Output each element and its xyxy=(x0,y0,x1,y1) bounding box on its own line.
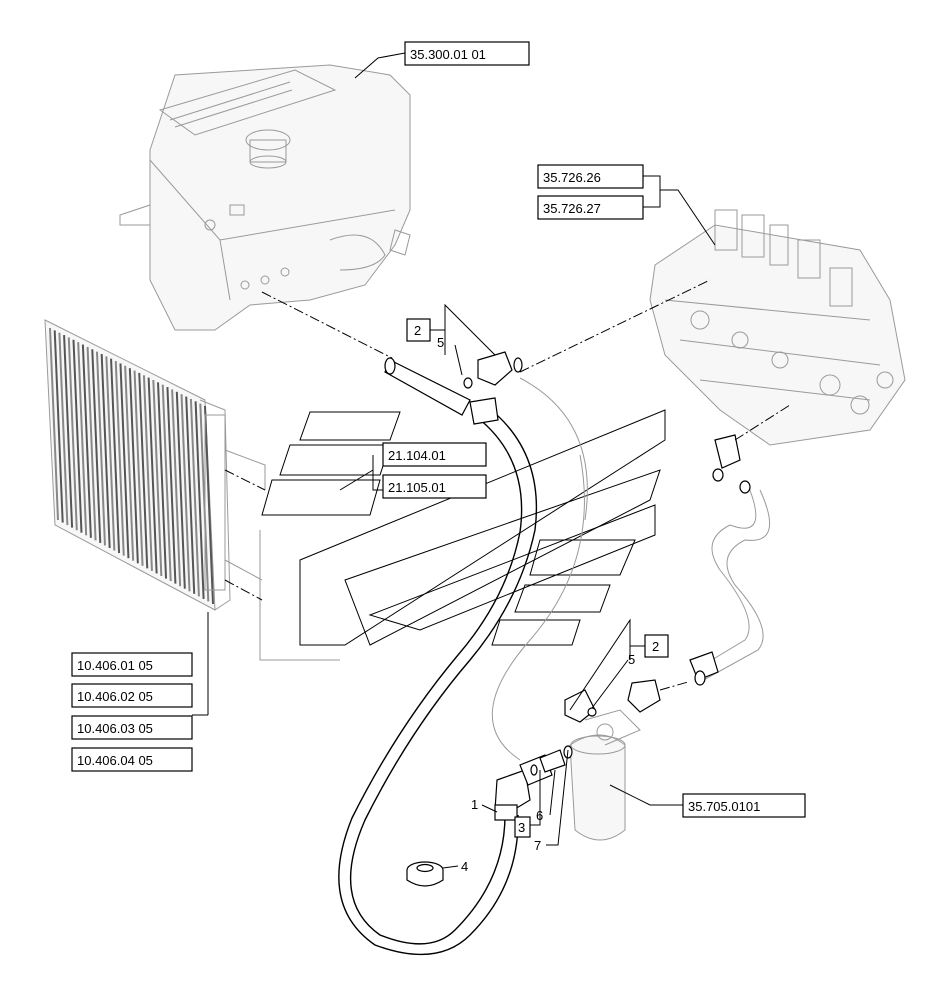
callout-5-right: 5 xyxy=(628,652,635,667)
callout-2-right: 2 xyxy=(644,634,669,658)
ref-cooler-a-label: 10.406.01 05 xyxy=(77,658,153,673)
callout-5-top: 5 xyxy=(437,335,444,350)
cooler-fin xyxy=(157,382,168,579)
main-hose xyxy=(338,357,538,956)
cooler-fin xyxy=(49,327,59,521)
cooler-fin xyxy=(194,401,205,599)
adapter-fittings xyxy=(519,745,573,786)
ref-pipe-a-label: 21.104.01 xyxy=(388,448,446,463)
ref-tank-label: 35.300.01 01 xyxy=(410,47,486,62)
callout-4: 4 xyxy=(461,859,468,874)
oil-cooler xyxy=(44,319,266,611)
assembly-lines xyxy=(224,279,791,691)
cooler-fin xyxy=(114,361,125,556)
cooler-fin xyxy=(58,332,69,526)
cooler-fin xyxy=(100,353,111,549)
cooler-fin xyxy=(133,370,144,566)
callout-6: 6 xyxy=(536,808,543,823)
cooler-fin xyxy=(147,377,158,574)
cooler-fin xyxy=(124,365,135,561)
cooler-fin xyxy=(185,396,196,594)
ref-filter: 35.705.0101 xyxy=(682,793,806,818)
cooler-fin xyxy=(180,394,191,592)
callout-2-top-label: 2 xyxy=(414,323,421,338)
ref-cooler-c-label: 10.406.03 05 xyxy=(77,721,153,736)
cooler-fin xyxy=(171,389,182,587)
ref-valve-a-label: 35.726.26 xyxy=(543,170,601,185)
callout-7: 7 xyxy=(534,838,541,853)
cooler-fin xyxy=(189,398,200,597)
cooler-fin xyxy=(91,349,102,543)
cooler-fin xyxy=(128,368,139,564)
cooler-fin xyxy=(105,356,116,551)
ref-valve-b: 35.726.27 xyxy=(537,195,644,220)
ref-pipe-b: 21.105.01 xyxy=(382,474,487,499)
callout-3: 3 xyxy=(514,816,531,838)
ref-cooler-d-label: 10.406.04 05 xyxy=(77,753,153,768)
cooler-fin xyxy=(204,405,214,605)
ref-pipe-b-label: 21.105.01 xyxy=(388,480,446,495)
cooler-fin xyxy=(110,358,121,554)
ref-cooler-b: 10.406.02 05 xyxy=(71,683,193,708)
cooler-fin xyxy=(119,363,130,559)
control-valve-block xyxy=(649,209,906,446)
cooler-fin xyxy=(161,384,172,582)
watermark-logo xyxy=(259,409,666,661)
cooler-fin xyxy=(67,337,78,531)
leader-lines xyxy=(192,52,716,869)
cooler-fin xyxy=(95,351,106,546)
callout-1: 1 xyxy=(471,797,478,812)
callout-3-label: 3 xyxy=(518,820,525,835)
cooler-fin xyxy=(81,344,92,538)
ref-cooler-d: 10.406.04 05 xyxy=(71,747,193,772)
cooler-fin xyxy=(86,346,97,541)
ref-pipe-a: 21.104.01 xyxy=(382,442,487,467)
ref-valve-a: 35.726.26 xyxy=(537,164,644,189)
cooler-fin xyxy=(77,342,88,536)
return-line xyxy=(491,377,771,761)
cooler-fin xyxy=(175,391,186,589)
ref-valve-b-label: 35.726.27 xyxy=(543,201,601,216)
cooler-fin xyxy=(138,372,149,569)
ref-tank: 35.300.01 01 xyxy=(404,41,530,66)
elbow-fitting-top xyxy=(463,351,523,389)
cooler-fin xyxy=(72,339,83,533)
return-filter xyxy=(569,709,641,841)
callout-2-right-label: 2 xyxy=(652,639,659,654)
cooler-fin xyxy=(53,330,64,523)
cooler-fin xyxy=(166,387,177,584)
cooler-fin xyxy=(199,403,210,602)
cooler-fin xyxy=(142,375,153,571)
cooler-fin xyxy=(152,379,163,577)
hydraulic-tank xyxy=(119,64,411,331)
seal-ring xyxy=(406,861,444,887)
elbow-fitting-right xyxy=(564,679,661,723)
ref-cooler-c: 10.406.03 05 xyxy=(71,715,193,740)
cooler-fin xyxy=(63,335,74,528)
ref-cooler-a: 10.406.01 05 xyxy=(71,652,193,677)
ref-cooler-b-label: 10.406.02 05 xyxy=(77,689,153,704)
callout-2-top: 2 xyxy=(406,318,431,342)
ref-filter-label: 35.705.0101 xyxy=(688,799,760,814)
